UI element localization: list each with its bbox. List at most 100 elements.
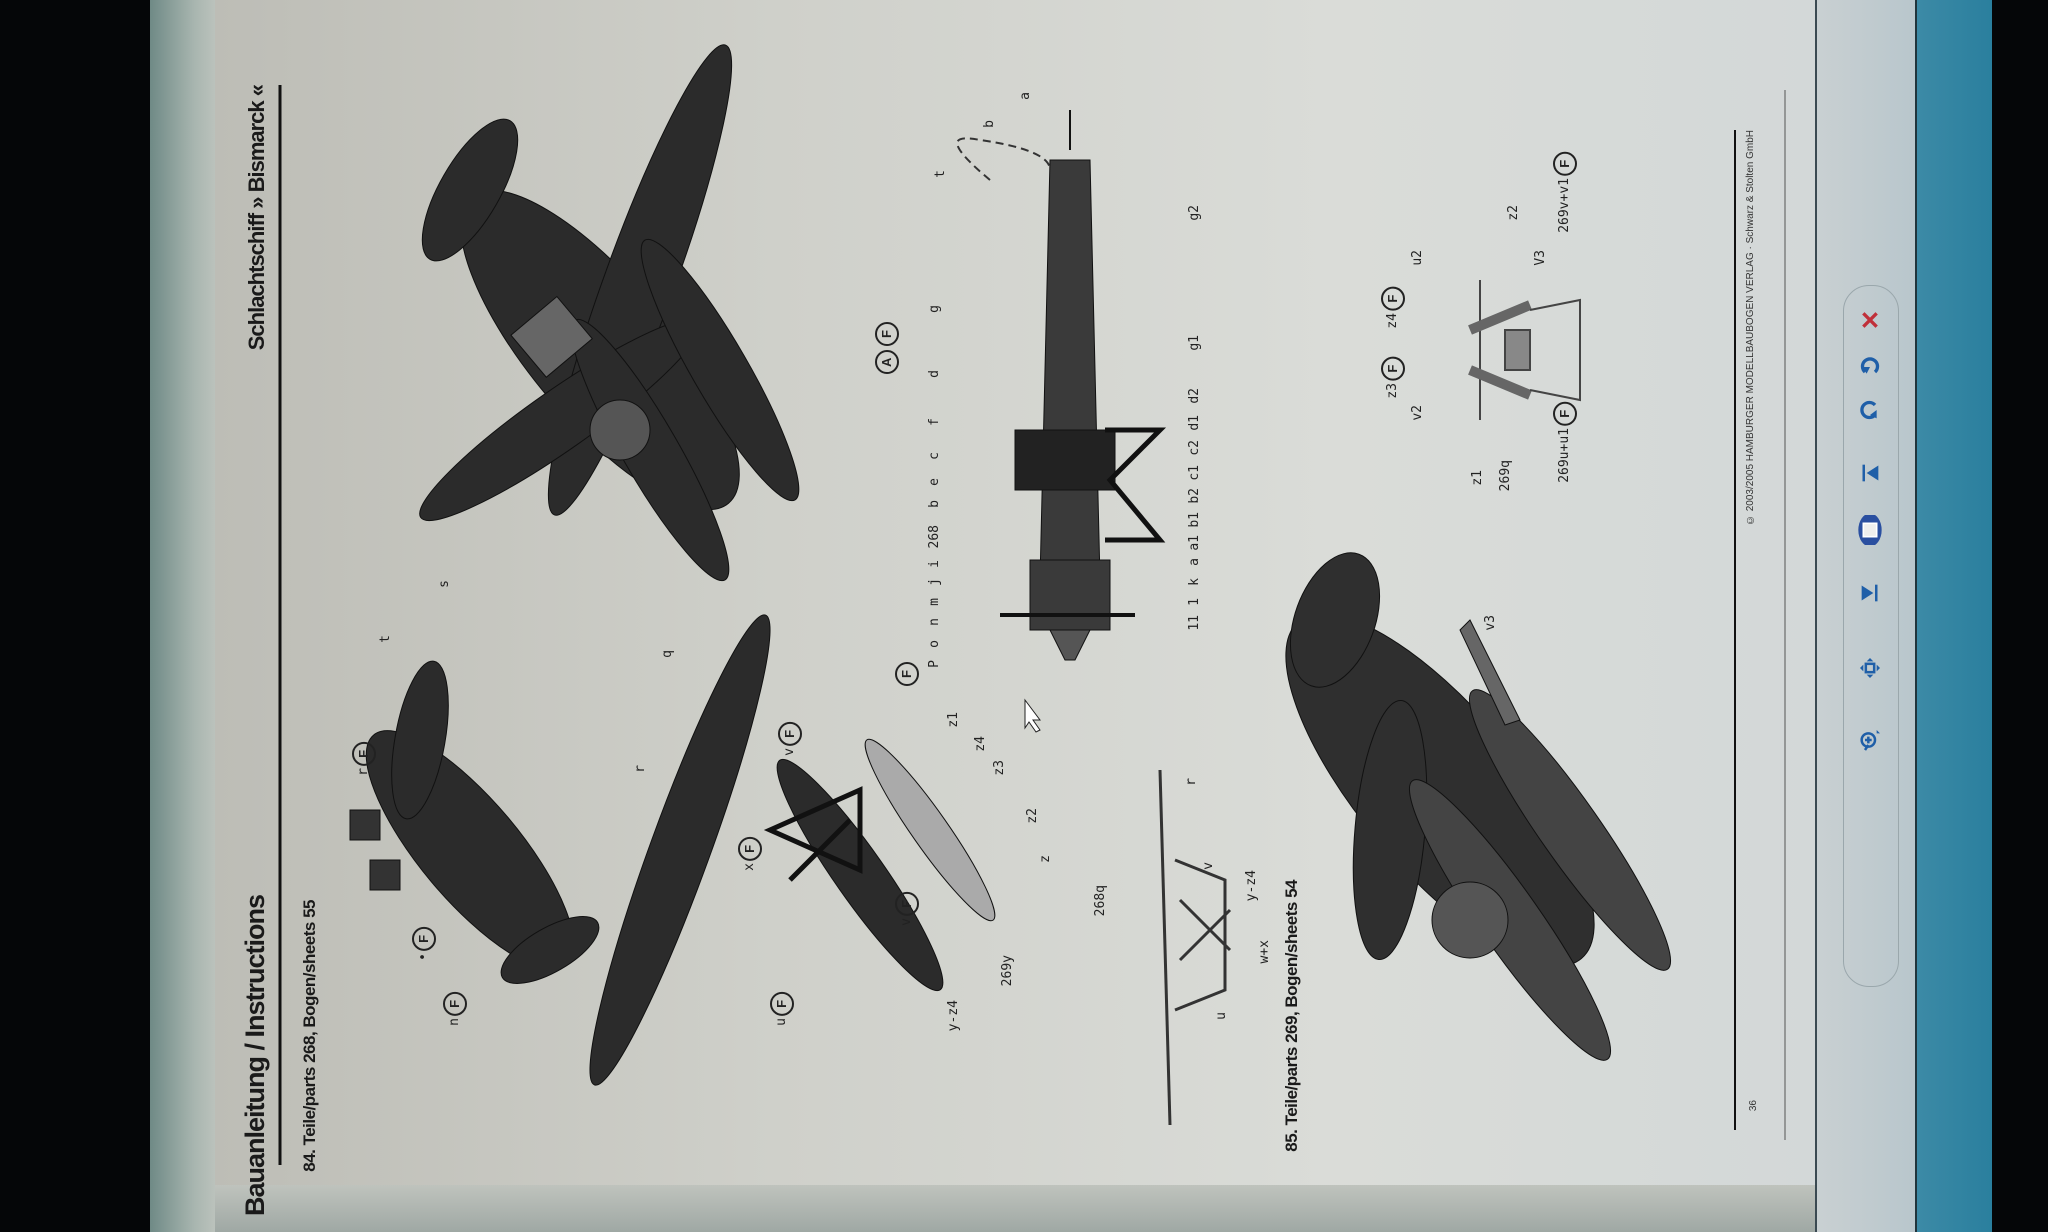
rotate-counterclockwise-icon (1860, 400, 1877, 420)
part-label-text: t (378, 635, 393, 643)
document-header-right: Schlachtschiff » Bismarck « (244, 85, 269, 351)
part-label-text: z4 (973, 736, 988, 752)
part-label: y-z4 (1244, 870, 1259, 901)
fuselage-cutaway-84 (956, 110, 1167, 661)
part-label: r (1184, 778, 1199, 786)
part-label: z4F (1381, 285, 1405, 329)
aircraft-assembled-84 (419, 44, 800, 582)
part-label-text: b1 (1187, 512, 1202, 528)
part-label-text: d1 (1187, 415, 1202, 431)
part-label-text: r (1184, 778, 1199, 786)
part-label-text: f (927, 418, 942, 426)
part-label-text: c (927, 452, 942, 460)
step-84-heading: 84. Teile/parts 268, Bogen/sheets 55 (300, 900, 319, 1172)
part-label: uF (770, 990, 794, 1026)
aircraft-exploded-84 (349, 614, 996, 1086)
part-label: t (378, 635, 393, 643)
part-label: v (1201, 862, 1216, 870)
part-label: g1 (1187, 335, 1202, 351)
part-label: z (1038, 855, 1053, 863)
next-button[interactable] (1845, 453, 1895, 493)
part-label: b (982, 120, 997, 128)
part-label: d (927, 370, 942, 378)
slideshow-button[interactable] (1845, 510, 1895, 550)
part-label: z3 (992, 760, 1007, 776)
part-label-text: g (927, 305, 942, 313)
part-label: z1 (946, 712, 961, 728)
part-label-text: V3 (1533, 250, 1548, 266)
mouse-cursor-icon (1024, 698, 1041, 733)
part-label: y-z4 (946, 1000, 961, 1031)
part-label: d1 (1187, 415, 1202, 431)
step-85-heading: 85. Teile/parts 269, Bogen/sheets 54 (1282, 880, 1301, 1152)
next-icon (1862, 464, 1879, 482)
part-label: z2 (1025, 808, 1040, 824)
page-number: 36 (1748, 1100, 1759, 1112)
part-label-text: z2 (1506, 205, 1521, 221)
part-label-text: v (782, 748, 797, 756)
part-label-text: e (927, 478, 942, 486)
part-label: P (927, 660, 942, 668)
window-frame (1915, 0, 1992, 1232)
part-label-text: z3 (992, 760, 1007, 776)
marker-f: F (895, 660, 919, 688)
part-label-text: w+x (1257, 940, 1272, 964)
part-label: v2 (1410, 405, 1425, 421)
front-view-84 (1158, 769, 1232, 1126)
part-label-text: 1 (1187, 598, 1202, 606)
part-label-text: k (1187, 578, 1202, 586)
part-label: 269u+u1F (1553, 400, 1577, 483)
part-label: a1 (1187, 535, 1202, 551)
marker-af: AF (875, 320, 899, 376)
part-label-text: v2 (1410, 405, 1425, 421)
part-label-text: z1 (1470, 470, 1485, 486)
part-label: u2 (1410, 250, 1425, 266)
part-label: d2 (1187, 388, 1202, 404)
part-label-text: • (416, 953, 431, 961)
delete-icon (1862, 312, 1878, 328)
part-label-text: i (927, 560, 942, 568)
part-label: z4 (973, 736, 988, 752)
rotate-clockwise-button[interactable] (1845, 347, 1895, 387)
part-label: 11 (1187, 615, 1202, 631)
circle-marker-icon: A (875, 350, 899, 374)
circle-marker-icon: F (770, 992, 794, 1016)
part-label-text: c1 (1187, 465, 1202, 481)
part-label: 268q (1093, 885, 1108, 916)
part-label-text: g1 (1187, 335, 1202, 351)
rotate-clockwise-icon (1860, 357, 1880, 374)
actual-size-button[interactable] (1845, 648, 1895, 688)
part-label-text: g2 (1187, 205, 1202, 221)
document-title: Bauanleitung / Instructions (240, 895, 270, 1217)
previous-button[interactable] (1845, 573, 1895, 613)
part-label: g (927, 305, 942, 313)
part-label-text: 268q (1093, 885, 1108, 917)
part-label: m (927, 598, 942, 606)
part-label: i (927, 560, 942, 568)
part-label-text: d (927, 370, 942, 378)
circle-marker-icon: F (1381, 287, 1405, 311)
circle-marker-icon: F (412, 927, 436, 951)
part-label-text: v3 (1483, 615, 1498, 631)
part-label: V3 (1533, 250, 1548, 266)
part-label-text: s (437, 580, 452, 588)
part-label: u (1214, 1012, 1229, 1020)
part-label-text: t (933, 170, 948, 178)
part-label-text: 269v+v1 (1557, 178, 1572, 233)
monitor-bezel (150, 0, 225, 1232)
rotate-counterclockwise-button[interactable] (1845, 390, 1895, 430)
circle-marker-icon: F (895, 892, 919, 916)
previous-icon (1861, 584, 1878, 602)
zoom-button[interactable] (1845, 720, 1895, 760)
delete-button[interactable] (1845, 300, 1895, 340)
part-label: a (1018, 92, 1033, 100)
part-label: 268 (927, 525, 942, 548)
zoom-icon (1860, 730, 1880, 751)
part-label: w+x (1257, 940, 1272, 963)
front-view-85 (1468, 280, 1581, 420)
circle-marker-icon: F (895, 662, 919, 686)
actual-size-icon (1860, 658, 1880, 678)
part-label: j (927, 578, 942, 586)
part-label: s (437, 580, 452, 588)
